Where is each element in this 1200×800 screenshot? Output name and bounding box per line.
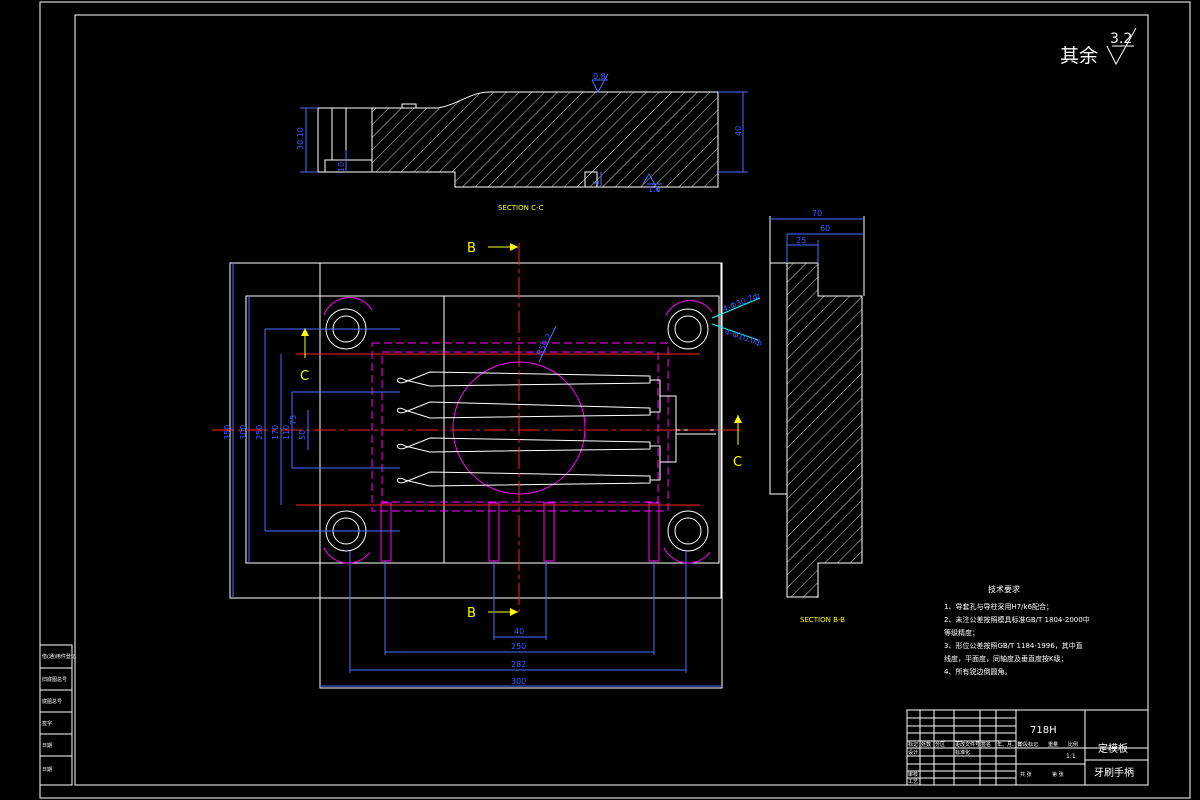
tb-ratio-label: 比例 [1068,741,1078,748]
roughness-prefix: 其余 [1060,45,1098,67]
cc-dim-step: 10 [337,162,346,172]
section-cc-view: 30.10 40 10 5 0.8 1.6 SECTION C-C [296,72,748,212]
tb-material: 718H [1030,725,1057,736]
tech-req-item-0: 1、导套孔与导柱采用H7/k6配合； [944,602,1053,611]
tb-ratio: 1:1 [1066,753,1076,760]
strip-label-1: 旧底图总号 [42,676,67,683]
cc-section-title: SECTION C-C [498,204,543,212]
tech-req-item-1: 2、未注公差按照模具标准GB/T 1804-2000中 [944,615,1090,624]
plan-view: B B C C 350 300 250 170 110 75 50 [212,241,763,689]
strip-label-4: 日期 [42,743,52,749]
tb-sheet-total: 共 张 [1020,771,1032,778]
plan-dim-left-6: 50 [298,430,307,440]
cut-label-b-bottom: B [467,606,476,621]
tb-standard: 标准化 [955,749,970,756]
tb-review: 审核 [908,771,918,778]
section-bb-view: 70 60 25 SECTION B-B [769,209,865,624]
cut-label-c-right: C [733,455,742,470]
cc-dim-step2: 5 [592,180,601,185]
strip-label-3: 签字 [42,720,52,727]
outer-border [39,1,1191,799]
tech-req-item-3: 3、形位公差按照GB/T 1184-1996，其中直 [944,641,1083,650]
plan-dim-bottom-2: 282 [511,660,526,669]
cc-roughness-bottom: 1.6 [648,185,661,194]
callout-guide-hole: 4-Φ30.7ф [721,291,761,314]
plan-dim-left-4: 110 [282,425,291,440]
callout-radius: R50.2 [535,332,554,357]
cc-dim-right: 40 [734,126,743,136]
plan-left-dims: 350 300 250 170 110 75 50 [223,263,400,598]
cut-label-c-left: C [300,369,309,384]
tb-zone: 分区 [935,741,945,748]
plan-dim-left-2: 250 [255,425,264,440]
cc-roughness-top: 0.8 [593,72,606,81]
tb-mark: 标记 [908,741,918,748]
screw-holes [380,502,660,562]
plan-dim-left-0: 350 [223,425,232,440]
tb-part-name: 定模板 [1098,742,1128,755]
tech-req-item-4: 线度，平面度，同轴度及垂直度按K级； [944,654,1068,663]
bb-dim-inner: 60 [820,224,830,233]
plan-dim-bottom-1: 250 [511,642,526,651]
callout-small-hole: 4-Φ10.0ф [723,327,763,348]
tb-count: 处数 [921,741,931,748]
tb-weight: 重量 [1048,741,1058,748]
strip-label-5: 日期 [42,767,52,773]
strip-label-0: 借(通)用件登记 [42,653,76,660]
inner-border [74,14,1149,786]
bb-dim-total: 70 [812,209,822,218]
cut-label-b-top: B [467,241,476,256]
tech-req-item-5: 4、所有锐边倒圆角。 [944,667,1011,676]
bb-dim-offset: 25 [796,236,806,245]
tech-req-title: 技术要求 [988,584,1020,594]
tb-sign: 签名 [981,741,991,748]
roughness-value: 3.2 [1110,31,1132,47]
side-strip: 借(通)用件登记 旧底图总号 底图总号 签字 日期 日期 [39,644,76,786]
tb-drawing-name: 牙刷手柄 [1094,766,1134,779]
plan-dim-left-5: 75 [289,415,298,425]
plan-dim-left-1: 300 [239,425,248,440]
tb-stage: 阶段标记 [1018,741,1038,748]
tb-date: 年、月、日 [997,741,1022,748]
cc-dim-left: 30.10 [296,127,305,150]
tb-process: 工艺 [908,779,918,785]
plan-dim-bottom-3: 300 [511,677,526,686]
strip-label-2: 底图总号 [42,698,62,705]
plan-bottom-dims: 40 250 282 300 [320,551,722,687]
technical-requirements: 技术要求 1、导套孔与导柱采用H7/k6配合； 2、未注公差按照模具标准GB/T… [944,584,1090,676]
title-block: 标记 处数 分区 更改文件号 签名 年、月、日 设计 标准化 阶段标记 重量 比… [906,709,1149,786]
bb-section-title: SECTION B-B [800,616,845,624]
tb-change-doc: 更改文件号 [955,741,980,748]
tb-design: 设计 [908,749,918,756]
tech-req-item-2: 等级精度； [944,628,979,637]
plan-dim-bottom-0: 40 [514,627,524,636]
tb-sheet-no: 第 张 [1052,771,1064,778]
roughness-symbol: 其余 3.2 [1060,27,1137,67]
plan-dim-left-3: 170 [271,425,280,440]
